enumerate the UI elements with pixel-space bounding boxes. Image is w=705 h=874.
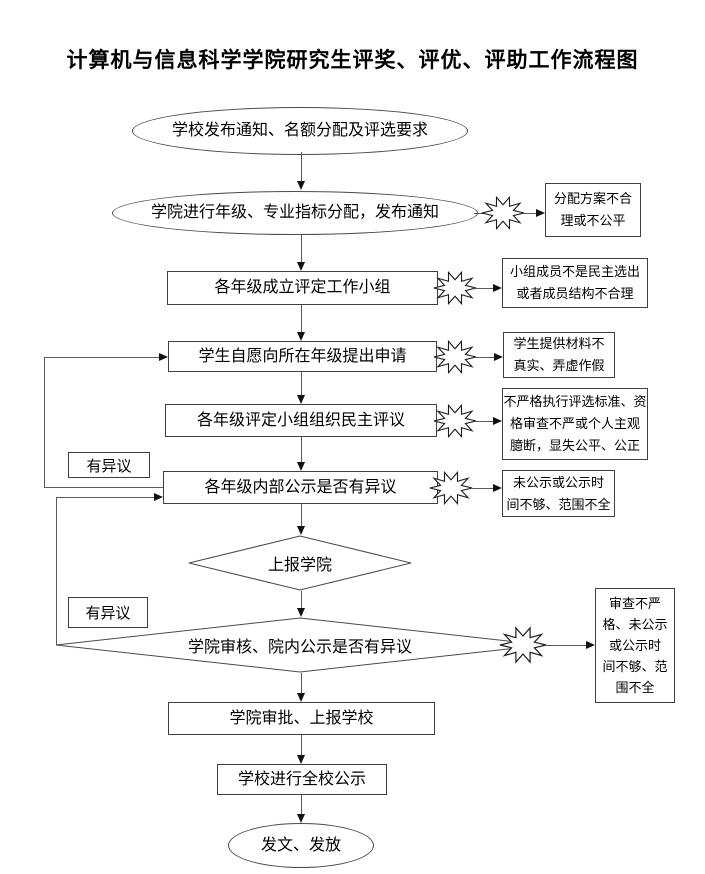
grade-publicity-label: 各年级内部公示是否有异议 <box>204 478 397 496</box>
approve-box: 学院审批、上报学校 <box>168 702 435 735</box>
school-publicity-label: 学校进行全校公示 <box>237 770 366 788</box>
college-allocation-label: 学院进行年级、专业指标分配，发布通知 <box>150 204 439 221</box>
review-box: 各年级评定小组组织民主评议 <box>165 404 437 437</box>
flow-connector-line <box>301 504 302 526</box>
conflict-burst-icon <box>429 470 473 506</box>
arrow-down-icon <box>297 755 305 764</box>
arrow-right-icon <box>494 353 503 361</box>
flow-connector-line <box>301 305 302 332</box>
feedback-line <box>44 487 163 488</box>
issue-workgroup-text: 小组成员不是民主选出 或者成员结构不合理 <box>509 264 640 301</box>
arrow-right-icon <box>154 493 163 501</box>
issue-arrow-line <box>476 288 493 289</box>
feedback-line <box>56 497 57 645</box>
conflict-burst-icon <box>433 339 477 375</box>
college-review-diamond: 学院审核、院内公示是否有异议 <box>55 617 545 673</box>
issue-allocation-text: 分配方案不合 理或不公平 <box>553 191 632 228</box>
apply-box: 学生自愿向所在年级提出申请 <box>168 341 437 372</box>
report-label: 上报学院 <box>267 557 332 574</box>
arrow-down-icon <box>297 693 305 702</box>
flow-connector-line <box>301 372 302 395</box>
diamond-shape <box>188 535 412 591</box>
issue-arrow-line <box>523 213 536 214</box>
start-label: 学校发布通知、名额分配及评选要求 <box>171 122 428 139</box>
start-ellipse: 学校发布通知、名额分配及评选要求 <box>132 107 468 155</box>
issue-arrow-line <box>476 421 493 422</box>
report-diamond: 上报学院 <box>188 535 412 591</box>
college-review-label: 学院审核、院内公示是否有异议 <box>187 639 412 656</box>
issue-arrow-line <box>476 357 494 358</box>
arrow-down-icon <box>297 814 305 823</box>
issue-box-allocation: 分配方案不合 理或不公平 <box>545 183 641 237</box>
issue-box-materials: 学生提供材料不 真实、弄虚作假 <box>503 332 615 378</box>
burst-stub-line <box>474 213 486 214</box>
arrow-right-icon <box>493 284 502 292</box>
conflict-burst-icon <box>481 195 525 231</box>
issue-box-workgroup: 小组成员不是民主选出 或者成员结构不合理 <box>502 258 648 308</box>
issue-standards-text: 不严格执行评选标准、资 格审查不严或个人主观 臆断，显失公平、公正 <box>503 394 647 453</box>
end-ellipse: 发文、发放 <box>228 823 374 868</box>
objection-college-label: 有异议 <box>85 605 131 622</box>
arrow-right-icon <box>159 353 168 361</box>
conflict-burst-icon <box>433 270 477 306</box>
arrow-right-icon <box>493 484 502 492</box>
workgroup-label: 各年级成立评定工作小组 <box>214 279 391 296</box>
arrow-right-icon <box>493 417 502 425</box>
flow-connector-line <box>301 437 302 462</box>
issue-box-college-review: 审查不严 格、未公示 或公示时 间不够、范 围不全 <box>595 588 675 703</box>
grade-publicity-box: 各年级内部公示是否有异议 <box>163 471 438 504</box>
flow-connector-line <box>301 591 302 608</box>
issue-college-review-text: 审查不严 格、未公示 或公示时 间不够、范 围不全 <box>602 596 668 695</box>
arrow-down-icon <box>297 462 305 471</box>
arrow-right-icon <box>586 641 595 649</box>
issue-arrow-line <box>472 488 493 489</box>
issue-materials-text: 学生提供材料不 真实、弄虚作假 <box>513 336 605 373</box>
objection-college-box: 有异议 <box>68 597 148 628</box>
feedback-line <box>44 357 45 488</box>
workgroup-box: 各年级成立评定工作小组 <box>167 271 438 305</box>
arrow-right-icon <box>536 209 545 217</box>
approve-label: 学院审批、上报学校 <box>229 709 374 727</box>
flow-connector-line <box>301 673 302 693</box>
college-allocation-ellipse: 学院进行年级、专业指标分配，发布通知 <box>112 191 478 235</box>
school-publicity-box: 学校进行全校公示 <box>217 764 387 795</box>
apply-label: 学生自愿向所在年级提出申请 <box>198 347 407 365</box>
objection-grade-label: 有异议 <box>86 457 132 475</box>
arrow-down-icon <box>297 332 305 341</box>
arrow-down-icon <box>297 262 305 271</box>
flow-connector-line <box>301 735 302 755</box>
arrow-down-icon <box>297 395 305 404</box>
flow-connector-line <box>301 235 302 262</box>
issue-publicity-text: 未公示或公示时 间不够、范围不全 <box>506 474 611 512</box>
arrow-down-icon <box>297 181 305 190</box>
end-label: 发文、发放 <box>260 836 341 854</box>
arrow-down-icon <box>297 526 305 535</box>
issue-arrow-line <box>546 645 586 646</box>
review-label: 各年级评定小组组织民主评议 <box>196 411 405 429</box>
conflict-burst-icon <box>499 626 547 664</box>
issue-box-standards: 不严格执行评选标准、资 格审查不严或个人主观 臆断，显失公平、公正 <box>502 388 648 460</box>
arrow-down-icon <box>297 608 305 617</box>
feedback-line <box>56 497 154 498</box>
feedback-line <box>44 357 159 358</box>
flow-connector-line <box>301 795 302 814</box>
flow-connector-line <box>301 152 302 181</box>
issue-box-publicity: 未公示或公示时 间不够、范围不全 <box>502 470 615 517</box>
conflict-burst-icon <box>433 403 477 439</box>
page-title: 计算机与信息科学学院研究生评奖、评优、评助工作流程图 <box>66 48 639 72</box>
objection-grade-box: 有异议 <box>68 452 150 478</box>
